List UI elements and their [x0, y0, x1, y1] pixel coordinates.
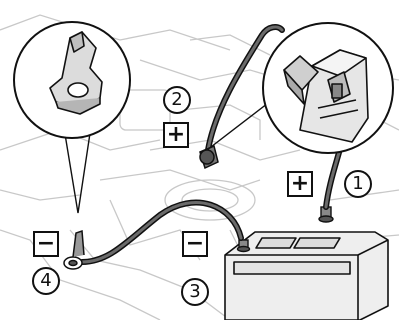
step-2-number: 2 — [163, 86, 191, 114]
battery — [225, 232, 388, 320]
negative-sign-step3: − — [182, 231, 208, 257]
ground-point-clamp — [64, 231, 84, 269]
positive-sign-step2: + — [163, 122, 189, 148]
positive-terminal-detail — [263, 23, 393, 153]
step-3-number: 3 — [181, 278, 209, 306]
step-4-number: 4 — [32, 267, 60, 295]
positive-sign-step1: + — [287, 171, 313, 197]
negative-sign-step4: − — [33, 231, 59, 257]
battery-terminal-negative — [238, 240, 250, 252]
ground-bracket-detail — [14, 22, 130, 138]
step-1-number: 1 — [344, 170, 372, 198]
